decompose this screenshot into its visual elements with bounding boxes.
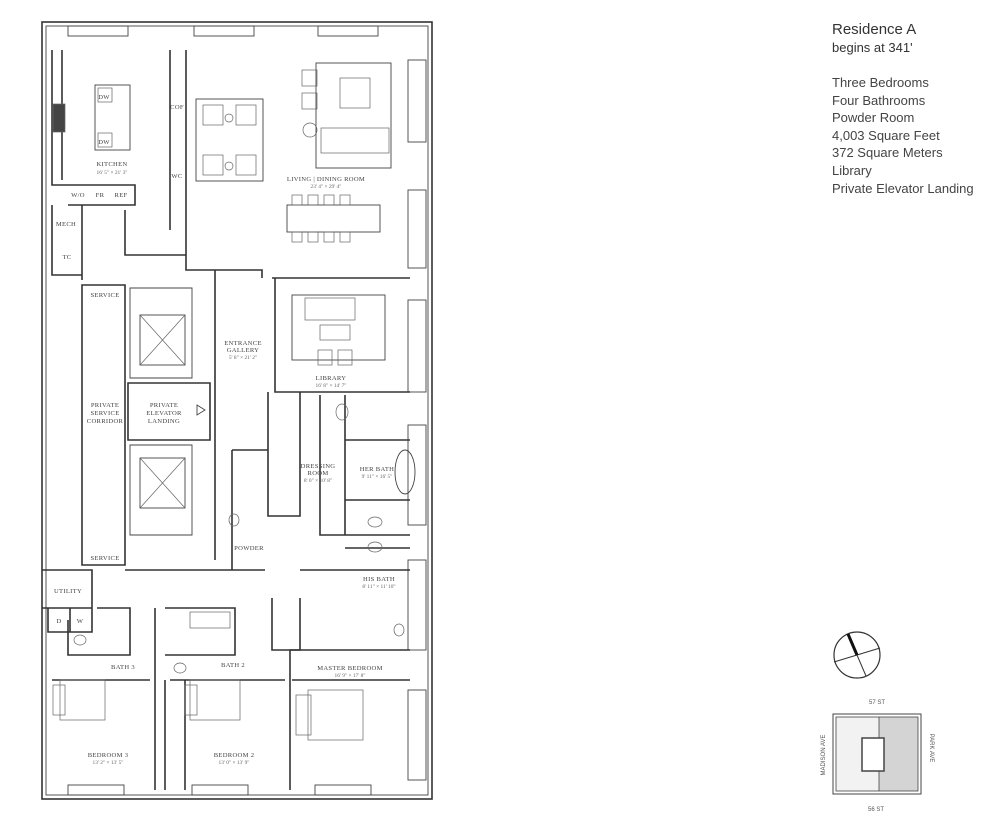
feature-item: Private Elevator Landing [832,180,974,196]
corridor-label: SERVICE [90,410,119,417]
dishwasher-label: DW [98,139,110,146]
powder-label: POWDER [234,545,264,552]
corridor-label: PRIVATE [91,402,119,409]
tc-label: TC [62,254,71,261]
elevator-north [139,314,186,366]
coffee-label: COF [170,104,184,111]
feature-item: 4,003 Square Feet [832,127,940,143]
feature-item: Four Bathrooms [832,92,926,108]
street-north: 57 ST [869,700,885,706]
residence-info: Residence A begins at 341' Three Bedroom… [832,20,974,197]
bedroom-3-dims: 13' 2" × 13' 5" [93,760,124,766]
residence-title: Residence A [832,21,917,38]
dishwasher-label: DW [98,94,110,101]
landing-label: ELEVATOR [146,410,182,417]
wc-label: WC [171,173,183,180]
dressing-room-label: ROOM [308,470,329,477]
her-bath-dims: 9' 11" × 16' 5" [362,474,393,480]
dressing-room-label: DRESSING [301,463,336,470]
freezer-label: FR [96,192,105,199]
refrigerator-label: REF [115,192,128,199]
feature-item: Three Bedrooms [832,75,929,90]
bath-3-label: BATH 3 [111,664,135,671]
library-dims: 16' 8" × 14' 7" [316,383,347,389]
bedroom-2-label: BEDROOM 2 [214,752,255,759]
library-label: LIBRARY [316,375,347,382]
residence-floor: begins at 341' [832,40,913,55]
compass-icon [833,631,881,679]
master-bedroom-dims: 16' 9" × 17' 8" [335,673,366,679]
avenue-east: PARK AVE [928,734,934,763]
feature-item: Powder Room [832,110,915,126]
feature-item: 372 Square Meters [832,145,943,161]
entry-arrow-icon [196,404,206,416]
landing-label: LANDING [148,418,180,425]
utility-label: UTILITY [54,588,82,595]
interior-walls [42,50,410,790]
kitchen-label: KITCHEN [96,161,127,168]
dressing-room-dims: 8' 0" × 10' 8" [304,478,332,484]
master-bedroom-label: MASTER BEDROOM [317,665,383,672]
wo-label: W/O [71,192,85,199]
exterior-walls [41,21,433,800]
kitchen-dims: 16' 5" × 21' 3" [97,170,128,176]
street-south: 56 ST [868,807,884,813]
her-bath-label: HER BATH [360,466,394,473]
service-label: SERVICE [90,555,119,562]
feature-list: Three Bedrooms Four Bathrooms Powder Roo… [832,74,974,197]
entrance-gallery-dims: 5' 8" × 21' 2" [229,355,257,361]
landing-label: PRIVATE [150,402,178,409]
living-dining-dims: 23' 4" × 29' 4" [311,184,342,190]
dryer-label: D [56,618,61,625]
bedroom-2-dims: 13' 0" × 13' 9" [219,760,250,766]
service-label: SERVICE [90,292,119,299]
entrance-gallery-label: GALLERY [227,347,260,354]
bath-2-label: BATH 2 [221,662,245,669]
washer-label: W [77,618,84,625]
room-labels: DW DW KITCHEN 16' 5" × 21' 3" W/O FR REF… [54,94,396,766]
his-bath-dims: 8' 11" × 11' 10" [362,584,395,590]
furniture [52,62,416,741]
corridor-label: CORRIDOR [87,418,124,425]
elevator-south [139,457,186,509]
avenue-west: MADISON AVE [821,735,827,776]
mech-label: MECH [56,221,76,228]
entrance-gallery-label: ENTRANCE [224,340,262,347]
living-dining-label: LIVING | DINING ROOM [287,176,365,183]
his-bath-label: HIS BATH [363,576,395,583]
site-map: 57 ST 56 ST MADISON AVE PARK AVE [821,700,934,813]
feature-item: Library [832,162,872,178]
bedroom-3-label: BEDROOM 3 [88,752,129,759]
